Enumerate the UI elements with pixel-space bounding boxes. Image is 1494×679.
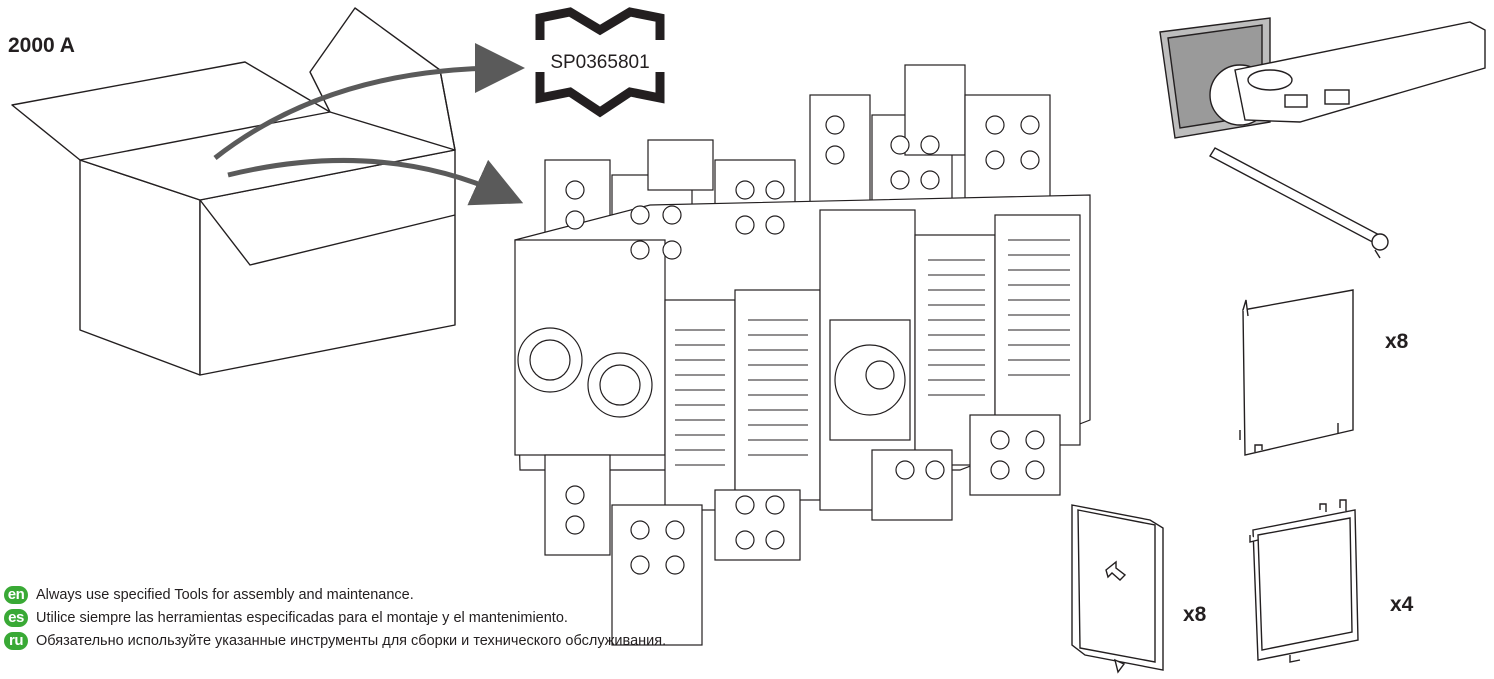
language-badge-es: es <box>4 608 28 627</box>
switch-disconnector-image <box>514 64 1091 646</box>
terminal-bolts <box>565 115 1045 575</box>
instruction-es: es Utilice siempre las herramientas espe… <box>4 606 666 629</box>
arrow-to-switch <box>227 157 524 206</box>
arrow-to-manual <box>213 43 525 160</box>
vent-slats <box>675 239 1070 466</box>
instruction-text-es: Utilice siempre las herramientas especif… <box>36 609 568 626</box>
front-cover-quantity: x8 <box>1183 603 1207 626</box>
side-barrier-image <box>1239 289 1354 456</box>
language-badge-ru: ru <box>4 631 28 650</box>
rear-cover-quantity: x4 <box>1390 593 1414 616</box>
manual-book-icon <box>535 7 665 118</box>
language-badge-en: en <box>4 585 28 604</box>
instruction-text-ru: Обязательно используйте указанные инстру… <box>36 632 667 649</box>
rating-label: 2000 A <box>8 34 75 57</box>
instruction-text-en: Always use specified Tools for assembly … <box>36 586 414 603</box>
instruction-list: en Always use specified Tools for assemb… <box>4 583 666 652</box>
front-cover-image <box>1071 504 1164 674</box>
rotary-handle-image <box>1159 17 1486 259</box>
manual-code: SP0365801 <box>550 52 650 73</box>
rear-cover-image <box>1249 499 1359 663</box>
instruction-en: en Always use specified Tools for assemb… <box>4 583 666 606</box>
side-barrier-quantity: x8 <box>1385 330 1409 353</box>
instruction-ru: ru Обязательно используйте указанные инс… <box>4 629 666 652</box>
box-icon <box>11 7 456 376</box>
